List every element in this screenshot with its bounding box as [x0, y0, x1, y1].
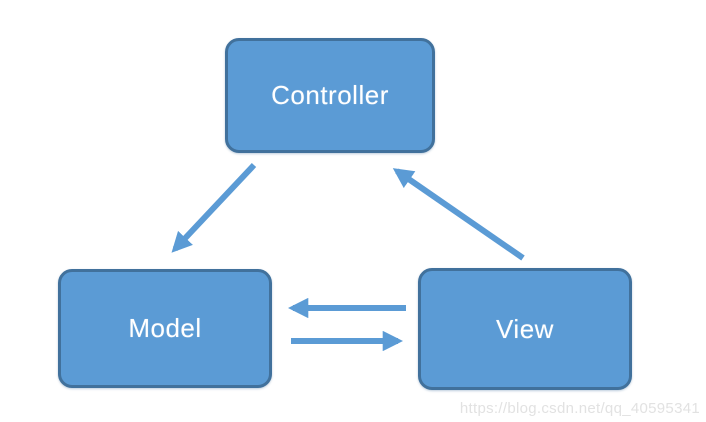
- node-model-label: Model: [128, 313, 202, 343]
- watermark: https://blog.csdn.net/qq_40595341: [459, 400, 700, 417]
- arrow-view-to-controller: [392, 168, 525, 261]
- arrow-controller-to-model: [171, 162, 257, 253]
- node-controller-label: Controller: [271, 80, 389, 110]
- node-view-label: View: [496, 313, 554, 344]
- node-controller: Controller: [225, 38, 435, 153]
- node-view: View: [418, 268, 632, 390]
- node-model: Model: [58, 269, 272, 388]
